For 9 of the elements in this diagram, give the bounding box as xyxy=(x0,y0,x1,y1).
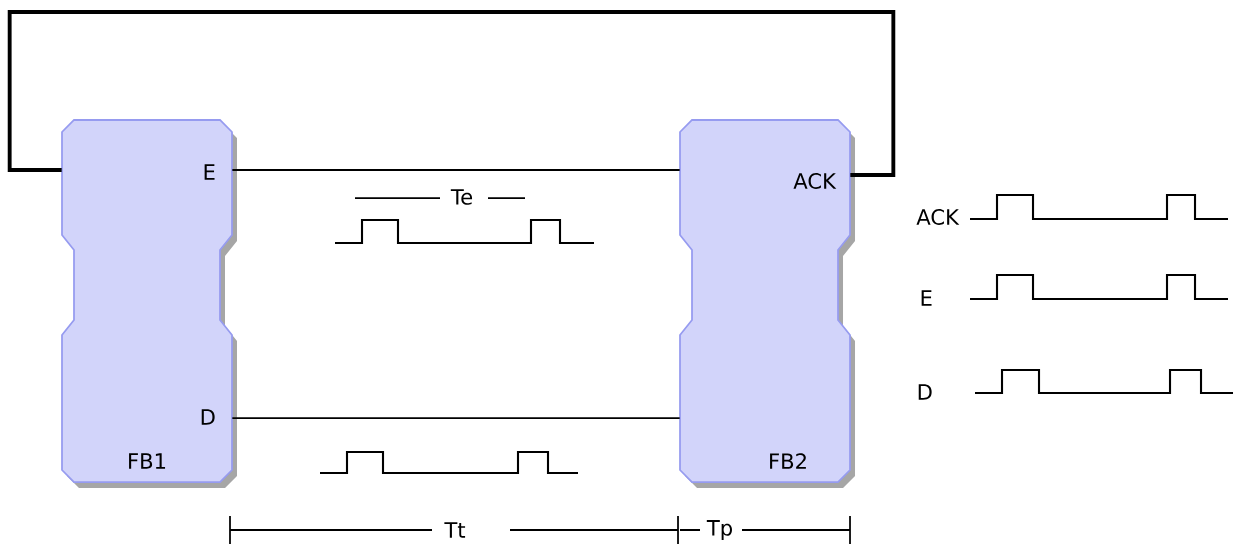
dimension-label: Tt xyxy=(442,520,468,540)
connector-line xyxy=(7,10,896,177)
signal-label: ACK xyxy=(914,207,961,227)
connector-line xyxy=(231,417,681,419)
signal-label: E xyxy=(917,288,935,308)
connector-line xyxy=(231,169,681,171)
dimension-label: Tp xyxy=(705,518,735,542)
dimension-label: Te xyxy=(449,187,475,207)
signal-label: D xyxy=(914,382,935,402)
